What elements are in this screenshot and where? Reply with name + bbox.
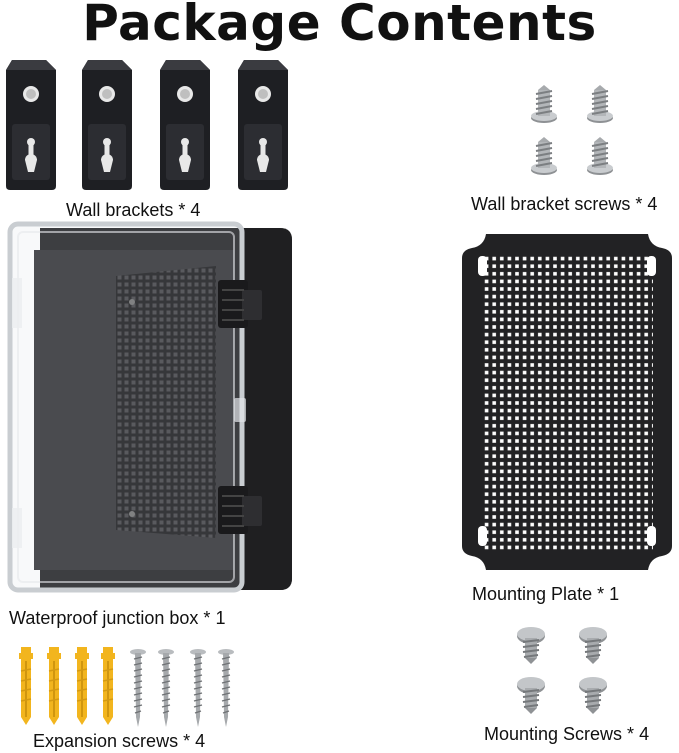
wall-bracket-1: [6, 60, 56, 190]
mounting-screw-3: [516, 676, 546, 715]
anchor-3: [74, 646, 90, 726]
junction-box-image: [7, 221, 292, 593]
wall-bracket-screws-caption: Wall bracket screws * 4: [471, 194, 658, 214]
wall-bracket-screw-3: [530, 136, 558, 176]
junction-box-caption: Waterproof junction box * 1: [9, 608, 226, 628]
mounting-screws-caption: Mounting Screws * 4: [484, 724, 650, 744]
latch-bottom: [218, 486, 262, 534]
wall-bracket-screw-4: [586, 136, 614, 176]
long-screw-3: [189, 648, 207, 728]
long-screw-2: [157, 648, 175, 728]
page-title: Package Contents: [82, 0, 597, 52]
wall-bracket-4: [238, 60, 288, 190]
expansion-screws-group: [18, 646, 235, 728]
long-screw-1: [129, 648, 147, 728]
anchor-4: [100, 646, 116, 726]
anchor-2: [46, 646, 62, 726]
wall-brackets-caption: Wall brackets * 4: [66, 200, 201, 220]
wall-bracket-screws-group: [530, 84, 614, 176]
wall-bracket-2: [82, 60, 132, 190]
mounting-screw-2: [578, 626, 608, 665]
mounting-screw-1: [516, 626, 546, 665]
wall-bracket-screw-1: [530, 84, 558, 124]
mounting-plate-caption: Mounting Plate * 1: [472, 584, 620, 604]
wall-brackets-group: [6, 60, 288, 190]
wall-bracket-screw-2: [586, 84, 614, 124]
mounting-screw-4: [578, 676, 608, 715]
mounting-plate-image: [462, 234, 672, 570]
mounting-screws-group: [516, 626, 608, 715]
wall-bracket-3: [160, 60, 210, 190]
expansion-screws-caption: Expansion screws * 4: [33, 731, 206, 751]
long-screw-4: [217, 648, 235, 728]
anchor-1: [18, 646, 34, 726]
latch-top: [218, 280, 262, 328]
